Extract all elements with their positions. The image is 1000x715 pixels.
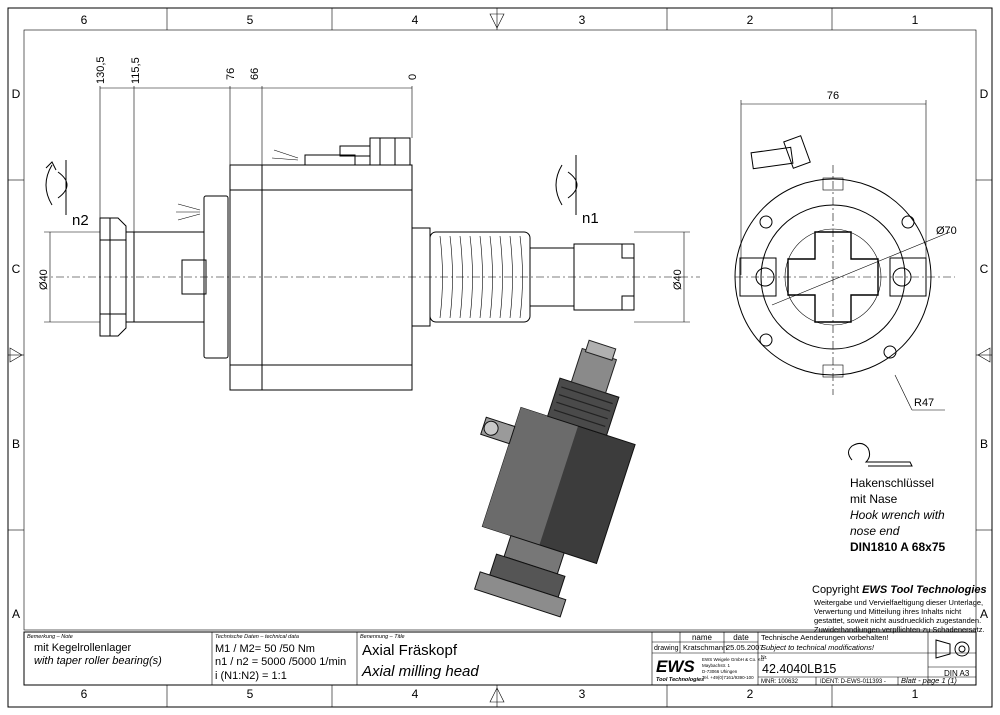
col-label-top: 1 [912, 13, 919, 27]
dim-dia40-right: Ø40 [672, 269, 684, 290]
rotation-symbol-n2 [45, 160, 68, 215]
copyright-line: Zuwiderhandlungen verpflichten zu Schade… [814, 625, 985, 634]
remarks-header: Bemerkung – Note [27, 634, 73, 640]
col-label-bottom: 3 [579, 687, 586, 701]
row-label-left: A [12, 607, 20, 621]
title-de: Axial Fräskopf [362, 642, 458, 659]
row-label-left: C [12, 262, 21, 276]
n1-label: n1 [582, 210, 599, 227]
isometric-render [473, 339, 636, 618]
change-note-en: Subject to technical modifications! [761, 643, 875, 652]
row-label-right: A [980, 607, 988, 621]
clamping-nut [99, 217, 135, 337]
company-line: D-73066 Uhingen [702, 669, 738, 674]
col-label-bottom: 6 [81, 687, 88, 701]
din-format: DIN A3 [944, 669, 970, 678]
flange [203, 195, 229, 359]
remarks-de: mit Kegelrollenlager [34, 642, 132, 654]
col-label-bottom: 2 [747, 687, 754, 701]
threaded-spindle [411, 227, 531, 327]
grid-labels: 6 5 4 3 2 1 6 5 4 3 2 1 D C B A D C B A [12, 13, 989, 701]
ews-logo: EWS [656, 657, 695, 676]
tech-header: Technische Daten – technical data [215, 634, 299, 640]
right-shaft [529, 243, 635, 311]
title-block: Bemerkung – Note mit Kegelrollenlager wi… [23, 631, 977, 686]
copyright-brand: EWS Tool Technologies [862, 584, 986, 596]
copyright-block: Copyright EWS Tool Technologies Weiterga… [812, 584, 987, 634]
drawn-by: Kratschmann [683, 643, 727, 652]
spindle-cross [787, 231, 879, 323]
projection-symbol-icon [935, 639, 970, 659]
col-label-top: 5 [247, 13, 254, 27]
coolant-fitting [304, 137, 411, 166]
dim-76: 76 [225, 68, 237, 80]
drawing-frame [7, 7, 993, 708]
dim-76-end-view: 76 [827, 90, 839, 102]
company-line: Tel. +49(0)7161/9390-100 [702, 675, 754, 680]
sheet-page: Blatt - page 1 (1) [901, 676, 957, 685]
name-header: Benennung – Title [360, 634, 405, 640]
svg-text:Copyright EWS Tool Technologie: Copyright EWS Tool Technologies [812, 584, 987, 596]
change-note-de: Technische Aenderungen vorbehalten! [761, 633, 889, 642]
part-number: 42.4040LB15 [762, 662, 836, 676]
hook-wrench-icon [848, 442, 913, 467]
col-label-bottom: 4 [412, 687, 419, 701]
bolt-holes [759, 215, 915, 359]
col-label-top: 2 [747, 13, 754, 27]
company-line: Maybachstr. 1 [702, 663, 731, 668]
end-view: 76 Ø70 R47 [734, 90, 957, 411]
remarks-en: with taper roller bearing(s) [34, 655, 162, 667]
dim-0: 0 [407, 74, 419, 80]
company-line: EWS Weigele GmbH & Co. KG [702, 657, 765, 662]
drawn-date: 25.05.2007 [726, 643, 764, 652]
col-label-top: 6 [81, 13, 88, 27]
wrench-de-line2: mit Nase [850, 492, 898, 506]
end-view-fitting [750, 135, 811, 170]
mnr: MNR: 100632 [761, 679, 799, 685]
row-label-right: B [980, 437, 988, 451]
copyright-line: Weitergabe und Vervielfaeltigung dieser … [814, 598, 983, 607]
col-label-top: 4 [412, 13, 419, 27]
tech-torque: M1 / M2= 50 /50 Nm [215, 643, 315, 655]
dim-115-5: 115,5 [130, 57, 142, 84]
col-label-bottom: 5 [247, 687, 254, 701]
row-label-left: B [12, 437, 20, 451]
dim-dia70: Ø70 [936, 225, 957, 237]
nr-label: Nr. [761, 655, 767, 661]
copyright-prefix: Copyright [812, 584, 862, 596]
col-label-bottom: 1 [912, 687, 919, 701]
col-name-header: name [692, 633, 713, 642]
ews-logo-sub: Tool Technologies [656, 677, 704, 683]
spray-mark [176, 149, 299, 221]
housing [229, 164, 413, 391]
ident: IDENT: D-EWS-011393 - [820, 679, 886, 685]
title-en: Axial milling head [361, 663, 479, 680]
wrench-en-line1: Hook wrench with [850, 508, 945, 522]
rotation-symbol-n1 [555, 155, 578, 215]
wrench-note: Hakenschlüssel mit Nase Hook wrench with… [848, 442, 946, 554]
row-label-right: D [980, 87, 989, 101]
wrench-en-line2: nose end [850, 524, 900, 538]
flange-outline [734, 178, 932, 376]
col-label-top: 3 [579, 13, 586, 27]
n2-label: n2 [72, 212, 89, 229]
dim-dia40-left: Ø40 [38, 269, 50, 290]
copyright-line: Verwertung und Mitteilung ihres Inhalts … [814, 607, 962, 616]
dim-66: 66 [249, 68, 261, 80]
dim-130-5: 130,5 [95, 56, 107, 84]
wrench-standard: DIN1810 A 68x75 [850, 540, 946, 554]
wrench-de-line1: Hakenschlüssel [850, 476, 934, 490]
copyright-line: gestattet, soweit nicht ausdruecklich zu… [814, 616, 981, 625]
drawing-row-label: drawing [654, 645, 679, 652]
dimension-lines [44, 86, 690, 323]
tech-ratio: i (N1:N2) = 1:1 [215, 670, 287, 682]
tech-speed: n1 / n2 = 5000 /5000 1/min [215, 656, 346, 668]
row-label-left: D [12, 87, 21, 101]
side-view: n2 n1 130,5 115,5 76 66 0 Ø40 Ø40 [38, 56, 700, 391]
col-date-header: date [733, 633, 749, 642]
row-label-right: C [980, 262, 989, 276]
dim-r47: R47 [914, 397, 934, 409]
